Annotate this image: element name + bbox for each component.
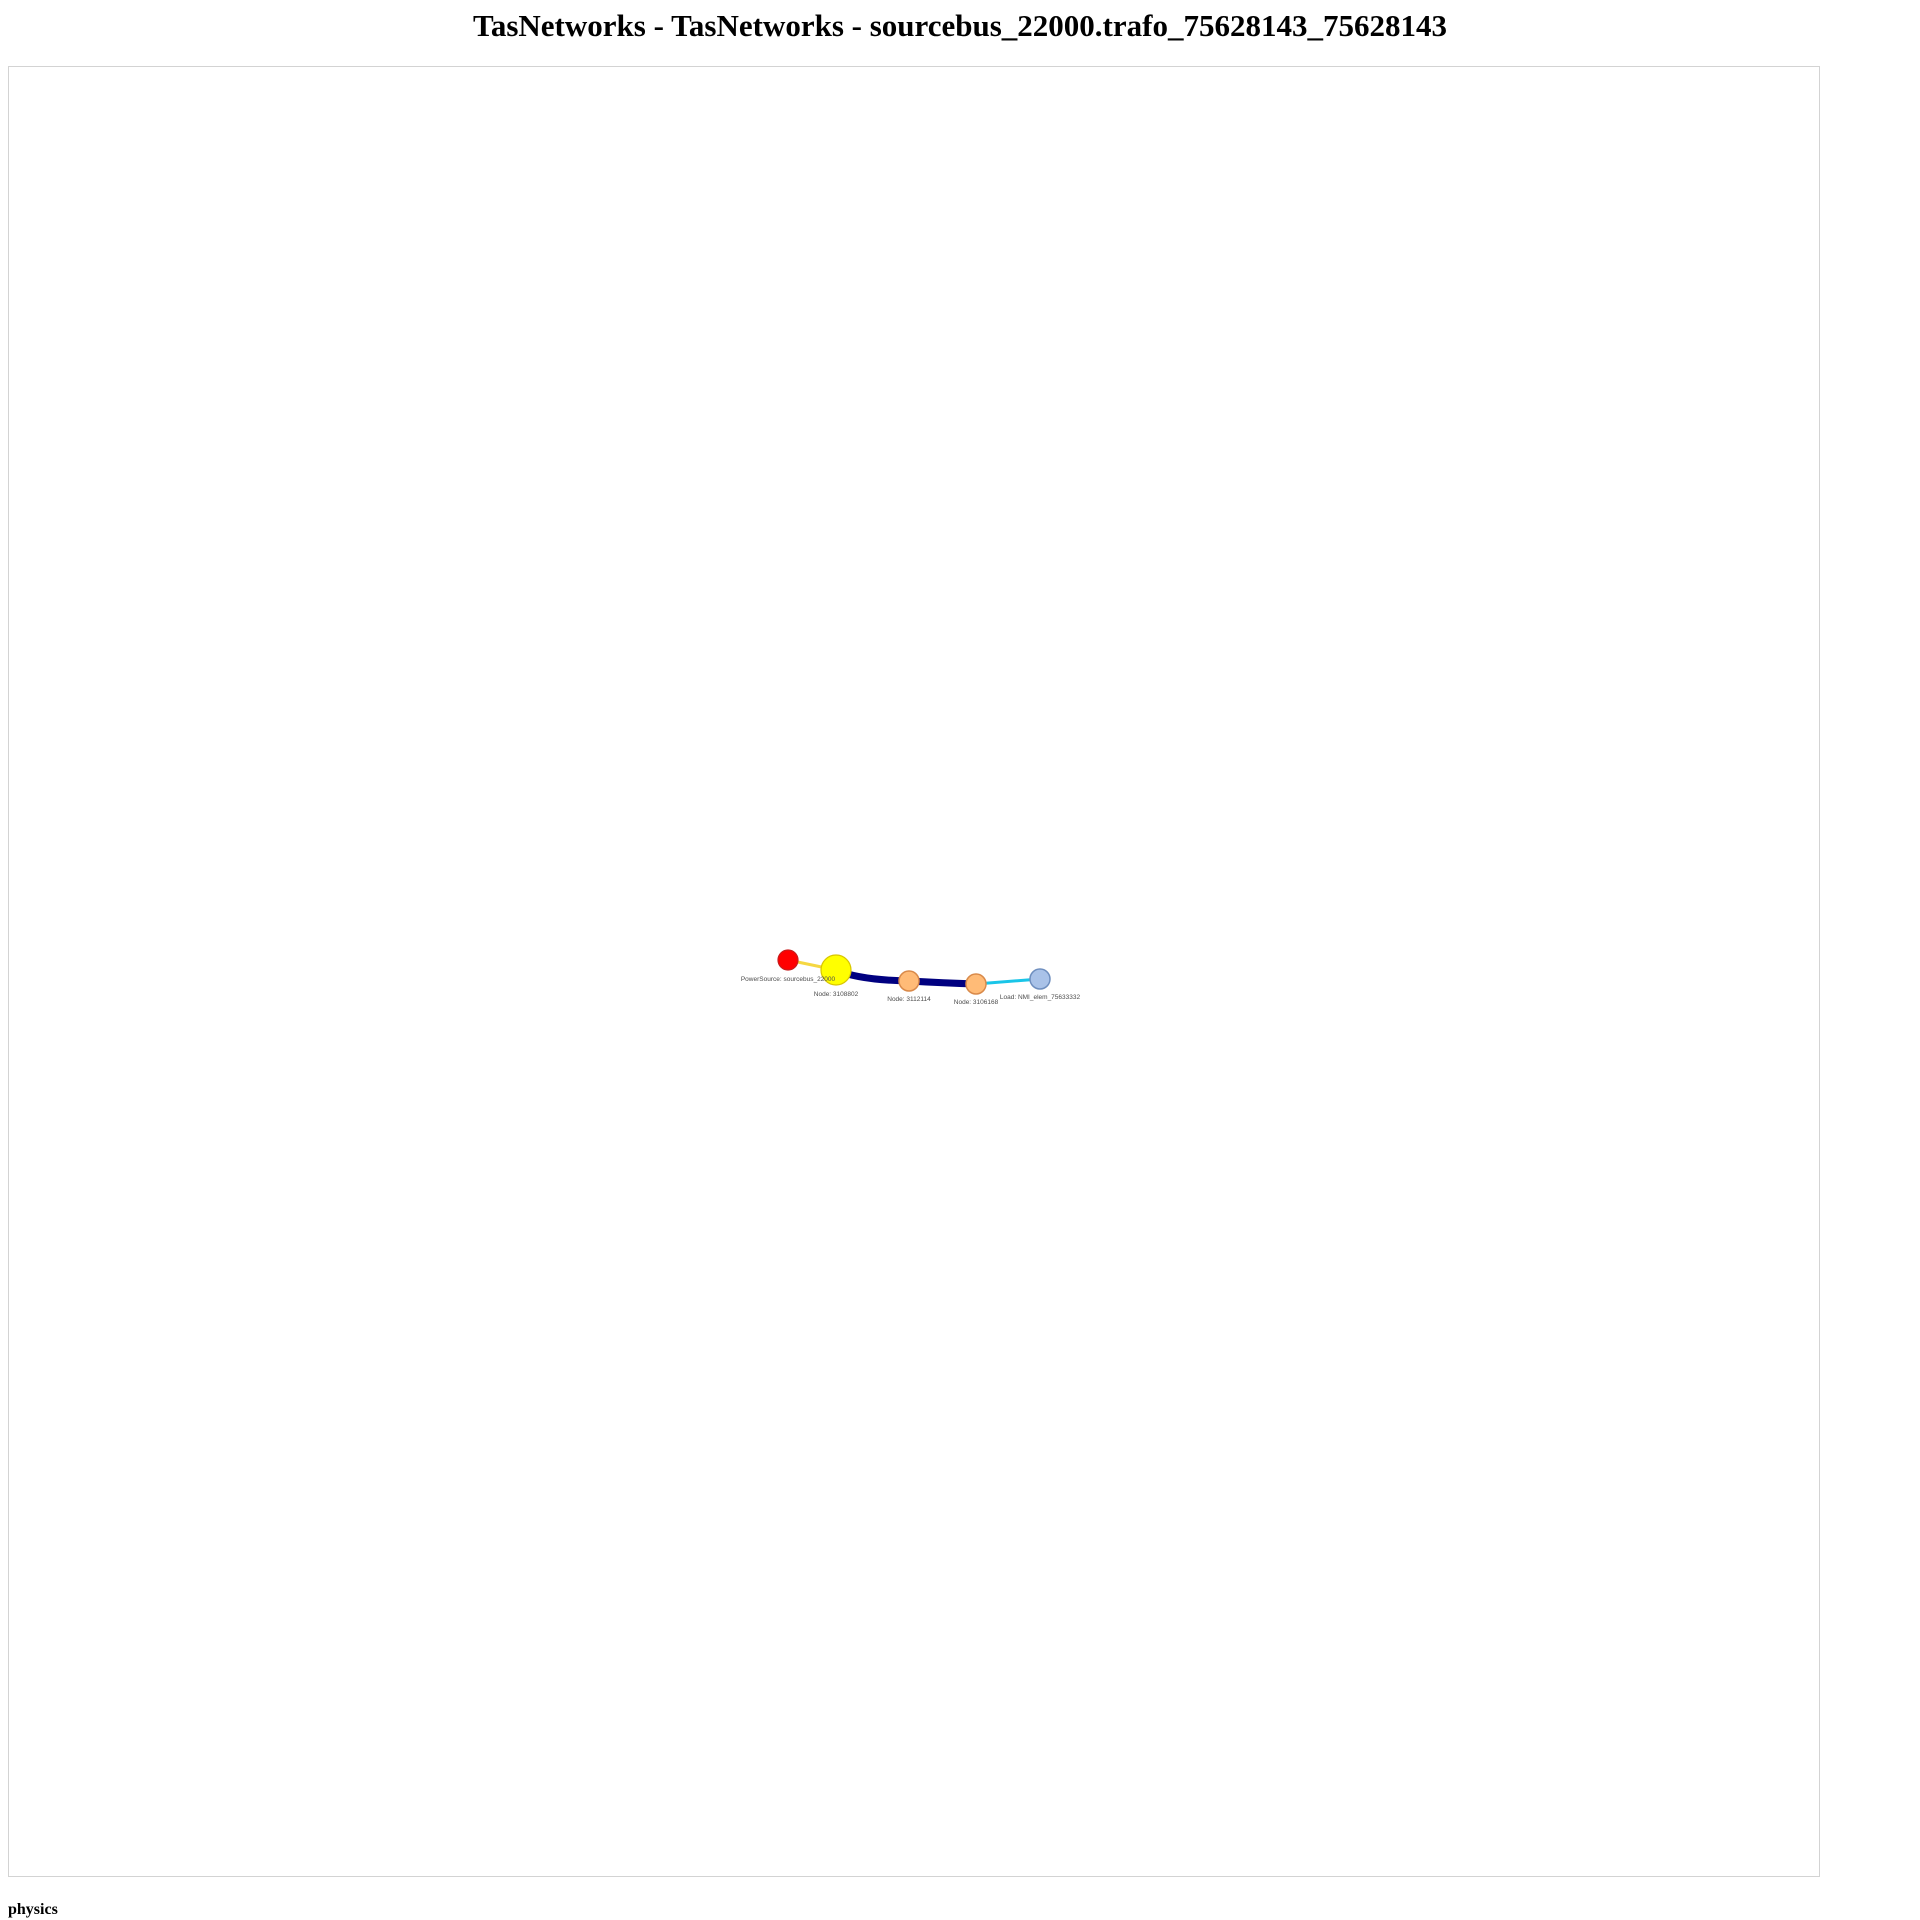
node-3112114[interactable] — [898, 970, 920, 992]
node-3106168[interactable] — [965, 973, 987, 995]
power-source-label: PowerSource: sourcebus_22000 — [741, 976, 836, 983]
node-3106168-label: Node: 3106168 — [954, 999, 999, 1006]
node-3108802[interactable] — [820, 954, 852, 986]
node-3108802-label: Node: 3108802 — [814, 991, 859, 998]
physics-heading: physics — [8, 1901, 58, 1918]
graph-labels: PowerSource: sourcebus_22000 Node: 31088… — [741, 976, 1081, 1006]
load-label: Load: NMI_elem_75633332 — [1000, 994, 1081, 1001]
node-3112114-label: Node: 3112114 — [887, 996, 931, 1003]
load-node[interactable] — [1029, 968, 1051, 990]
graph-nodes — [777, 949, 1051, 995]
network-canvas[interactable]: PowerSource: sourcebus_22000 Node: 31088… — [8, 66, 1820, 1877]
power-source-node[interactable] — [777, 949, 799, 971]
page-title: TasNetworks - TasNetworks - sourcebus_22… — [473, 8, 1447, 43]
network-graph[interactable]: PowerSource: sourcebus_22000 Node: 31088… — [9, 67, 1819, 1876]
